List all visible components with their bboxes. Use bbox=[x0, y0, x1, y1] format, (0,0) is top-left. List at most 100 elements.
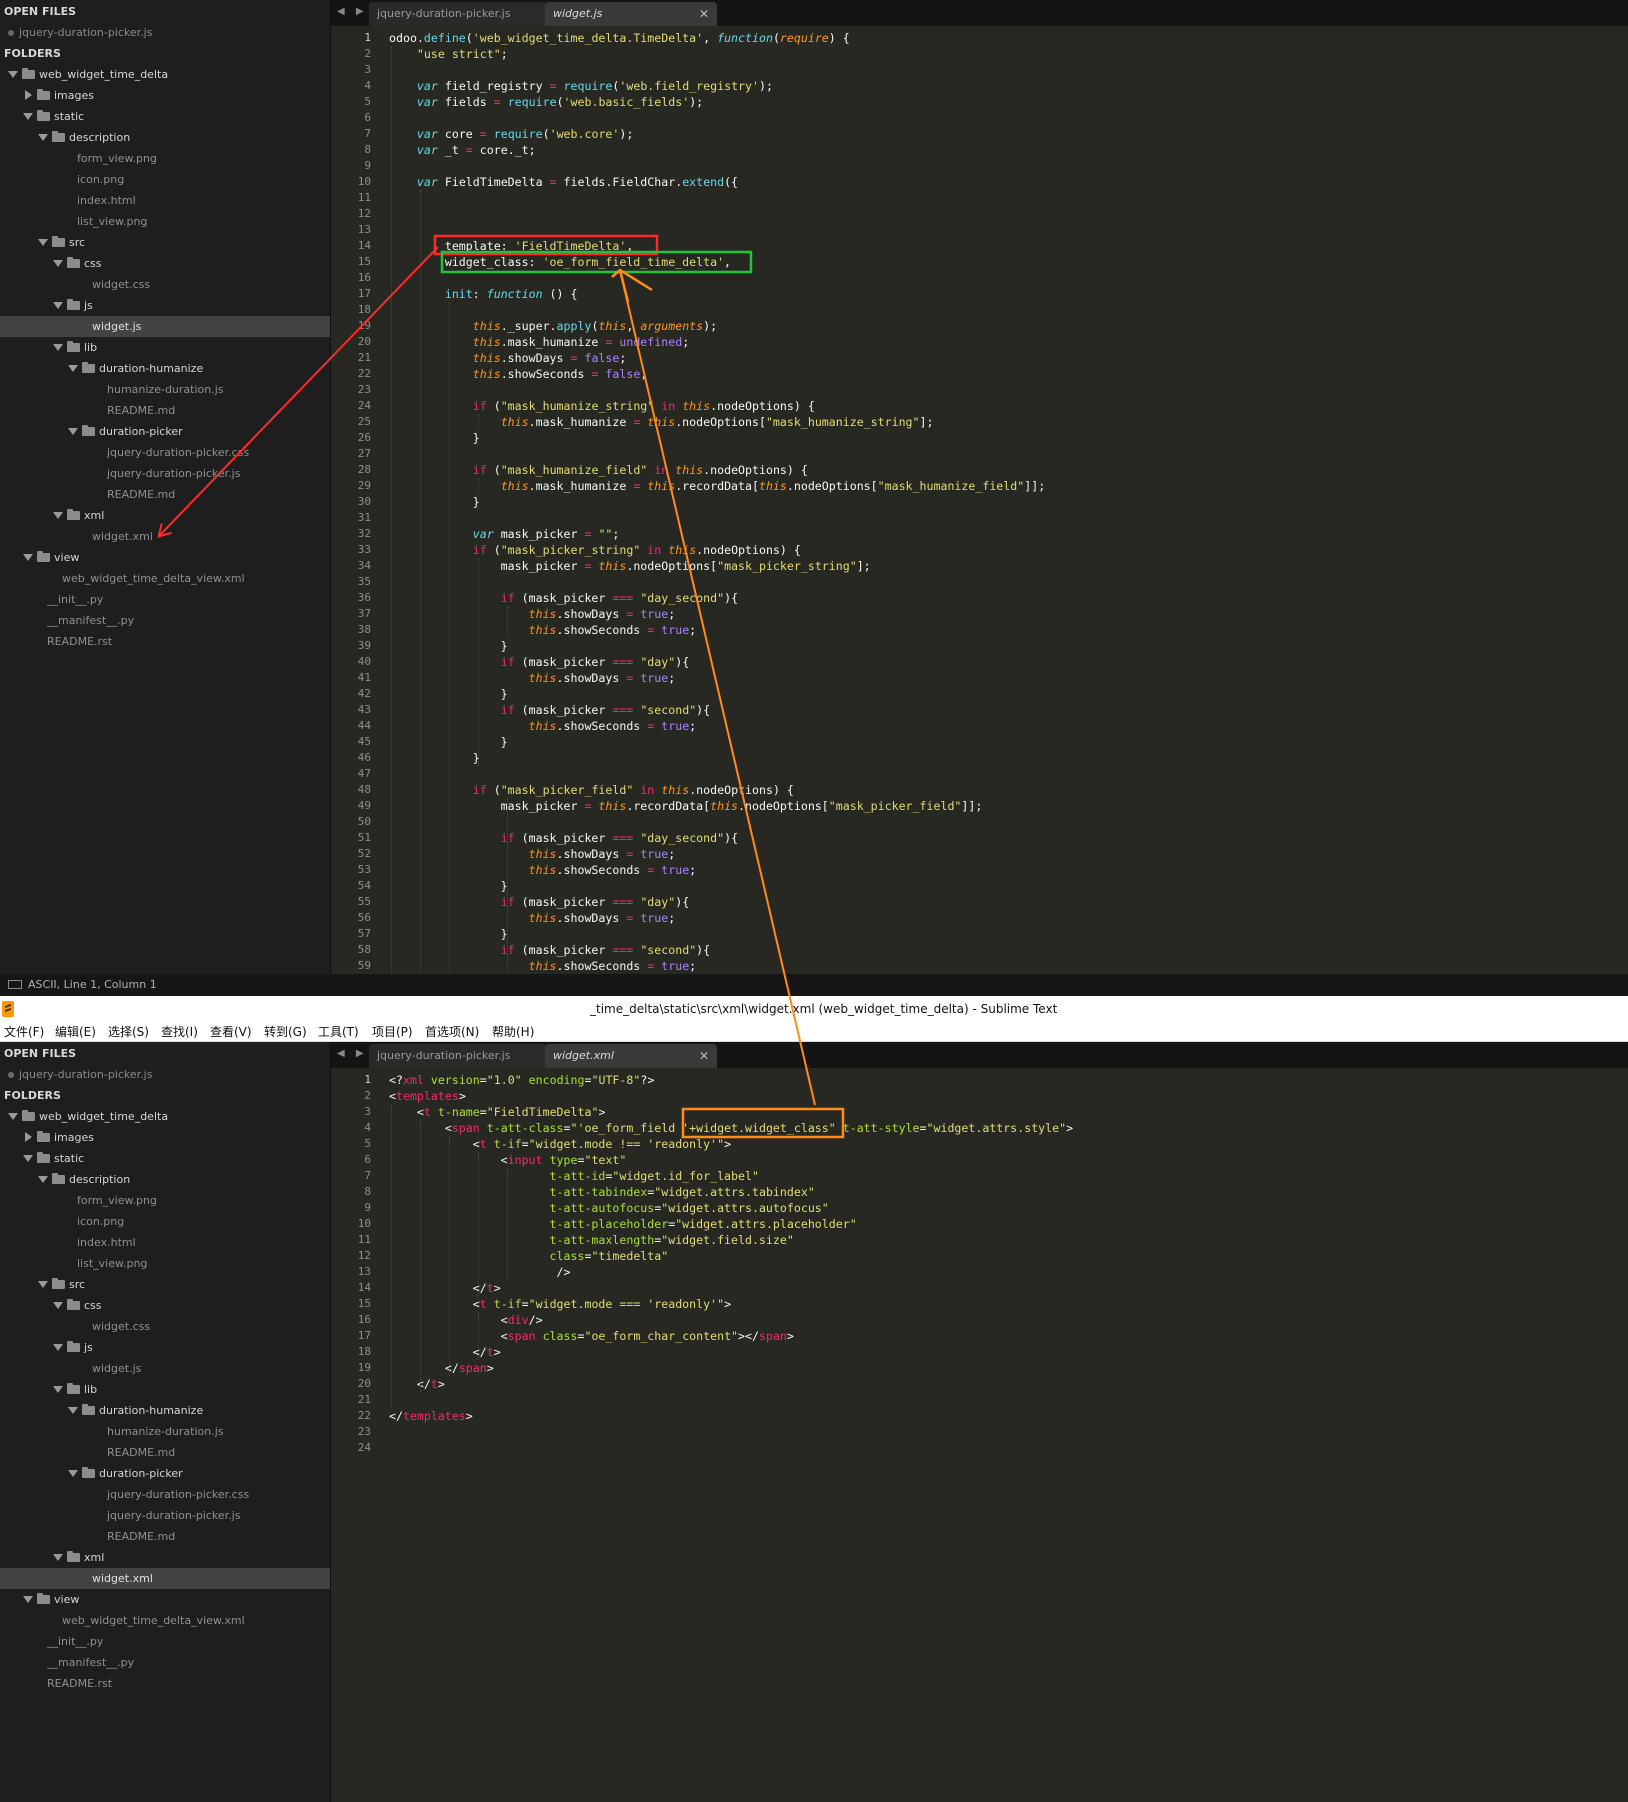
menu-item[interactable]: 工具(T) bbox=[318, 1025, 359, 1039]
sidebar-file[interactable]: README.md bbox=[0, 400, 330, 421]
panel-toggle-icon[interactable] bbox=[8, 980, 22, 989]
sidebar-file[interactable]: widget.xml bbox=[0, 1568, 330, 1589]
menu-item[interactable]: 项目(P) bbox=[372, 1025, 413, 1039]
sidebar-file[interactable]: widget.css bbox=[0, 274, 330, 295]
sidebar-folder[interactable]: js bbox=[0, 295, 330, 316]
sidebar-file[interactable]: jquery-duration-picker.js bbox=[0, 463, 330, 484]
sidebar-folder[interactable]: description bbox=[0, 127, 330, 148]
sidebar-file[interactable]: form_view.png bbox=[0, 148, 330, 169]
chevron-right-icon[interactable] bbox=[25, 90, 32, 100]
tab-jquery-duration-picker[interactable]: jquery-duration-picker.js bbox=[369, 2, 574, 26]
menu-item[interactable]: 帮助(H) bbox=[492, 1025, 535, 1039]
sidebar-folder[interactable]: lib bbox=[0, 1379, 330, 1400]
sidebar-folder[interactable]: description bbox=[0, 1169, 330, 1190]
sidebar-folder[interactable]: js bbox=[0, 1337, 330, 1358]
chevron-down-icon[interactable] bbox=[53, 260, 63, 267]
chevron-down-icon[interactable] bbox=[68, 365, 78, 372]
sidebar-file[interactable]: __init__.py bbox=[0, 589, 330, 610]
chevron-down-icon[interactable] bbox=[53, 1344, 63, 1351]
menu-item[interactable]: 编辑(E) bbox=[55, 1025, 96, 1039]
menu-item[interactable]: 选择(S) bbox=[108, 1025, 149, 1039]
sidebar-file[interactable]: README.md bbox=[0, 1442, 330, 1463]
sidebar-file[interactable]: icon.png bbox=[0, 169, 330, 190]
sidebar-folder[interactable]: view bbox=[0, 1589, 330, 1610]
chevron-down-icon[interactable] bbox=[53, 302, 63, 309]
sidebar-folder[interactable]: src bbox=[0, 1274, 330, 1295]
chevron-down-icon[interactable] bbox=[53, 1302, 63, 1309]
menu-item[interactable]: 首选项(N) bbox=[425, 1025, 480, 1039]
sidebar-folder[interactable]: xml bbox=[0, 1547, 330, 1568]
tab-widget-js[interactable]: widget.js ✕ bbox=[545, 2, 717, 26]
open-file-item[interactable]: jquery-duration-picker.js bbox=[0, 22, 330, 43]
sidebar-file[interactable]: README.md bbox=[0, 1526, 330, 1547]
sidebar-file[interactable]: README.md bbox=[0, 484, 330, 505]
sidebar-file[interactable]: README.rst bbox=[0, 1673, 330, 1694]
menu-item[interactable]: 转到(G) bbox=[264, 1025, 307, 1039]
chevron-down-icon[interactable] bbox=[53, 1386, 63, 1393]
chevron-down-icon[interactable] bbox=[38, 239, 48, 246]
sidebar-file[interactable]: form_view.png bbox=[0, 1190, 330, 1211]
chevron-down-icon[interactable] bbox=[38, 134, 48, 141]
sidebar-file[interactable]: jquery-duration-picker.js bbox=[0, 1505, 330, 1526]
sidebar-folder[interactable]: lib bbox=[0, 337, 330, 358]
chevron-down-icon[interactable] bbox=[53, 512, 63, 519]
chevron-down-icon[interactable] bbox=[8, 71, 18, 78]
sidebar-file[interactable]: widget.js bbox=[0, 316, 330, 337]
sidebar-file[interactable]: web_widget_time_delta_view.xml bbox=[0, 568, 330, 589]
chevron-down-icon[interactable] bbox=[23, 554, 33, 561]
sidebar-folder[interactable]: web_widget_time_delta bbox=[0, 64, 330, 85]
tab-widget-xml[interactable]: widget.xml ✕ bbox=[545, 1044, 717, 1068]
chevron-down-icon[interactable] bbox=[38, 1176, 48, 1183]
chevron-right-icon[interactable] bbox=[25, 1132, 32, 1142]
sidebar-folder[interactable]: view bbox=[0, 547, 330, 568]
sidebar-file[interactable]: __manifest__.py bbox=[0, 610, 330, 631]
sidebar-folder[interactable]: duration-picker bbox=[0, 1463, 330, 1484]
sidebar-file[interactable]: __init__.py bbox=[0, 1631, 330, 1652]
chevron-down-icon[interactable] bbox=[23, 1155, 33, 1162]
open-file-item[interactable]: jquery-duration-picker.js bbox=[0, 1064, 330, 1085]
sidebar-file[interactable]: humanize-duration.js bbox=[0, 379, 330, 400]
sidebar-folder[interactable]: css bbox=[0, 253, 330, 274]
chevron-down-icon[interactable] bbox=[53, 344, 63, 351]
close-icon[interactable]: ✕ bbox=[698, 1049, 709, 1063]
chevron-down-icon[interactable] bbox=[23, 113, 33, 120]
chevron-down-icon[interactable] bbox=[23, 1596, 33, 1603]
sidebar-file[interactable]: list_view.png bbox=[0, 211, 330, 232]
chevron-down-icon[interactable] bbox=[68, 1470, 78, 1477]
sidebar-file[interactable]: index.html bbox=[0, 1232, 330, 1253]
sidebar-file[interactable]: humanize-duration.js bbox=[0, 1421, 330, 1442]
sidebar-file[interactable]: jquery-duration-picker.css bbox=[0, 1484, 330, 1505]
menu-item[interactable]: 查找(I) bbox=[161, 1025, 198, 1039]
sidebar-file[interactable]: widget.js bbox=[0, 1358, 330, 1379]
sidebar-file[interactable]: jquery-duration-picker.css bbox=[0, 442, 330, 463]
menu-item[interactable]: 文件(F) bbox=[4, 1025, 45, 1039]
sidebar-folder[interactable]: duration-humanize bbox=[0, 358, 330, 379]
sidebar-file[interactable]: list_view.png bbox=[0, 1253, 330, 1274]
sidebar-folder[interactable]: xml bbox=[0, 505, 330, 526]
sidebar-folder[interactable]: static bbox=[0, 106, 330, 127]
sidebar-folder[interactable]: web_widget_time_delta bbox=[0, 1106, 330, 1127]
sidebar-file[interactable]: README.rst bbox=[0, 631, 330, 652]
sidebar-file[interactable]: web_widget_time_delta_view.xml bbox=[0, 1610, 330, 1631]
sidebar-folder[interactable]: images bbox=[0, 85, 330, 106]
sidebar-folder[interactable]: duration-picker bbox=[0, 421, 330, 442]
menu-item[interactable]: 查看(V) bbox=[210, 1025, 252, 1039]
sidebar-folder[interactable]: css bbox=[0, 1295, 330, 1316]
sidebar-file[interactable]: widget.css bbox=[0, 1316, 330, 1337]
tab-scroll-arrows[interactable]: ◀ ▶ bbox=[337, 6, 368, 17]
chevron-down-icon[interactable] bbox=[68, 428, 78, 435]
sidebar-folder[interactable]: static bbox=[0, 1148, 330, 1169]
chevron-down-icon[interactable] bbox=[8, 1113, 18, 1120]
chevron-down-icon[interactable] bbox=[53, 1554, 63, 1561]
chevron-down-icon[interactable] bbox=[68, 1407, 78, 1414]
close-icon[interactable]: ✕ bbox=[698, 7, 709, 21]
tab-scroll-arrows[interactable]: ◀ ▶ bbox=[337, 1048, 368, 1059]
sidebar-file[interactable]: index.html bbox=[0, 190, 330, 211]
sidebar-file[interactable]: icon.png bbox=[0, 1211, 330, 1232]
sidebar-folder[interactable]: images bbox=[0, 1127, 330, 1148]
tab-jquery-duration-picker[interactable]: jquery-duration-picker.js bbox=[369, 1044, 574, 1068]
sidebar-folder[interactable]: duration-humanize bbox=[0, 1400, 330, 1421]
sidebar-file[interactable]: widget.xml bbox=[0, 526, 330, 547]
